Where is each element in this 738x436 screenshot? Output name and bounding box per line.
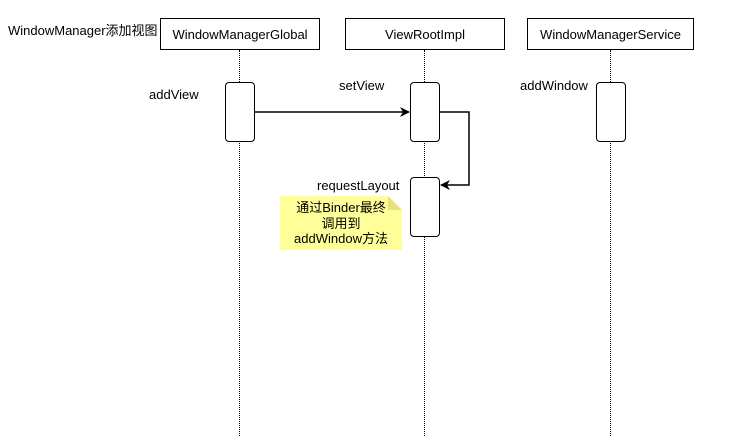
arrow-setview-to-requestlayout xyxy=(440,111,470,190)
participant-windowmanagerglobal[interactable]: WindowManagerGlobal xyxy=(160,18,320,50)
call-label-addview: addView xyxy=(149,87,199,102)
lifeline-dash-viewrootimpl xyxy=(424,50,425,436)
activation-requestlayout[interactable] xyxy=(410,177,440,237)
note-shape xyxy=(280,196,402,250)
call-label-requestlayout: requestLayout xyxy=(317,178,400,193)
call-label-addwindow: addWindow xyxy=(520,78,588,93)
call-label-setview: setView xyxy=(339,78,385,93)
lifeline-dash-windowmanagerglobal xyxy=(239,50,240,436)
lifeline-dash-windowmanagerservice xyxy=(610,50,611,436)
activation-addview[interactable] xyxy=(225,82,255,142)
activation-setview[interactable] xyxy=(410,82,440,142)
participant-viewrootimpl[interactable]: ViewRootImpl xyxy=(345,18,505,50)
note-text: 通过Binder最终 调用到 addWindow方法 xyxy=(294,200,388,246)
diagram-title: WindowManager添加视图 xyxy=(8,23,158,38)
activation-addwindow[interactable] xyxy=(596,82,626,142)
note[interactable]: 通过Binder最终 调用到 addWindow方法 xyxy=(280,196,402,250)
participant-windowmanagerservice[interactable]: WindowManagerService xyxy=(527,18,694,50)
